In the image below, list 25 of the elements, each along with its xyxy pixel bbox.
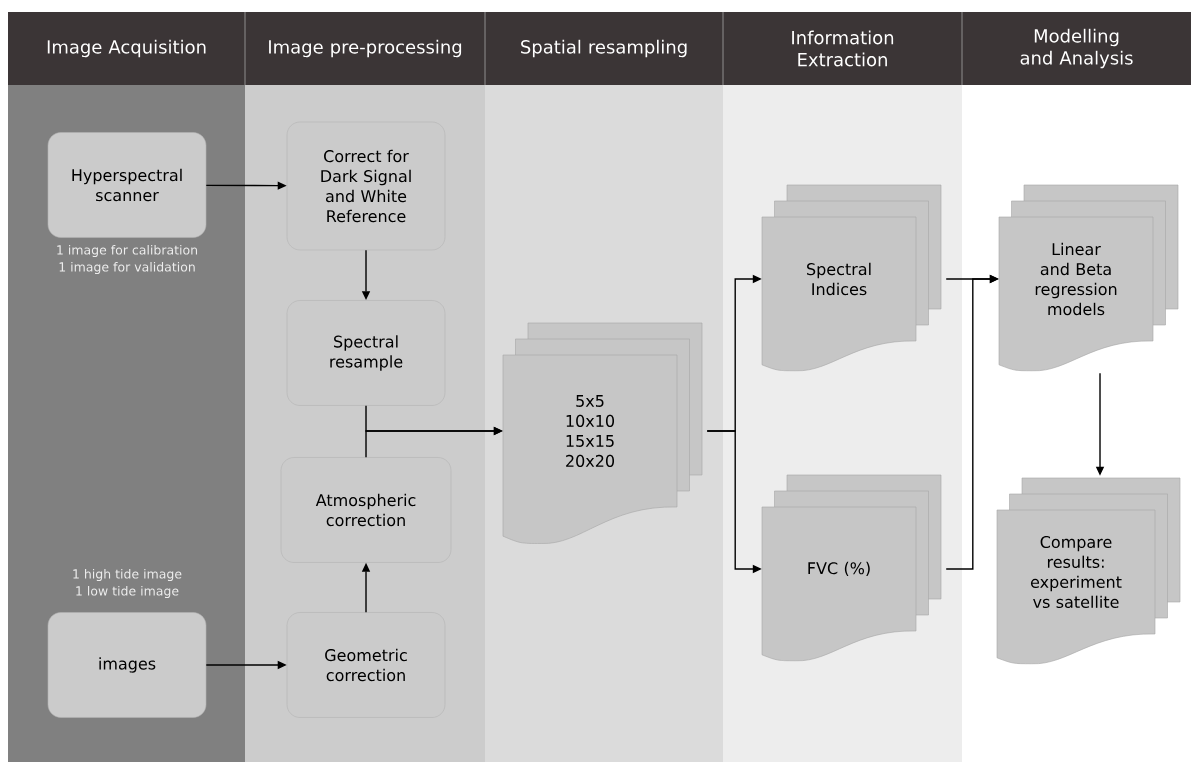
process-box: Atmospheric correction — [280, 457, 452, 563]
node-caption: 1 image for validation — [59, 261, 195, 275]
document-stack: FVC (%) — [761, 474, 942, 662]
node-label: Image Acquisition — [47, 39, 206, 58]
document-stack: Compare results: experiment vs satellite — [996, 477, 1181, 665]
column-header: Modelling and Analysis — [962, 12, 1191, 85]
node-label: Image pre-processing — [269, 39, 462, 58]
process-box: Hyperspectral scanner — [47, 132, 207, 238]
node-caption: 1 high tide image — [73, 568, 182, 582]
node-label: Modelling and Analysis — [1020, 28, 1133, 69]
node-caption: 1 image for calibration — [57, 244, 197, 258]
document-stack: 5x5 10x10 15x15 20x20 — [502, 322, 703, 544]
node-caption: 1 low tide image — [76, 585, 179, 599]
process-box: Spectral resample — [286, 300, 446, 406]
process-box: Geometric correction — [286, 612, 446, 718]
column-header: Spatial resampling — [485, 12, 723, 85]
column-header: Image pre-processing — [245, 12, 485, 85]
node-label: Information Extraction — [792, 30, 894, 67]
process-box: Correct for Dark Signal and White Reference — [286, 121, 446, 251]
column-header: Information Extraction — [723, 12, 962, 85]
document-stack: Spectral Indices — [761, 184, 942, 372]
node-label: Spatial resampling — [521, 39, 687, 58]
process-box: images — [47, 612, 207, 718]
column-header: Image Acquisition — [8, 12, 245, 85]
document-stack: Linear and Beta regression models — [998, 184, 1179, 372]
